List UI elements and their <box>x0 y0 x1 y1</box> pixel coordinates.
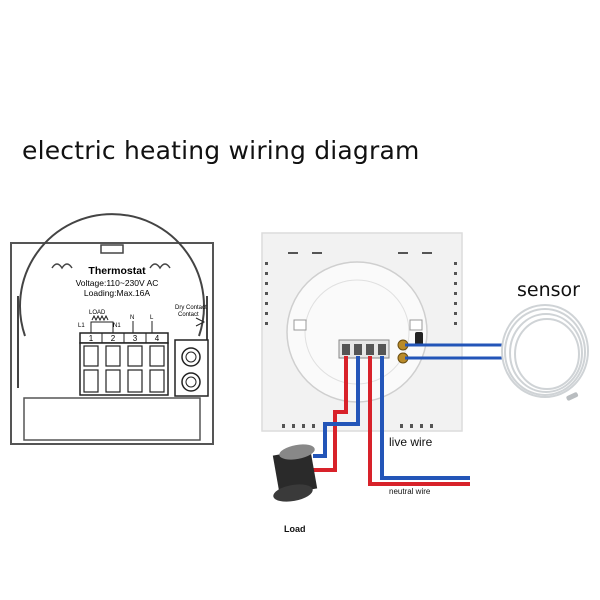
n1-label: N1 <box>113 323 121 329</box>
load-label: LOAD <box>89 310 106 316</box>
sensor-coil <box>501 304 589 398</box>
terminal-3: 3 <box>133 334 138 343</box>
schematic-ring <box>19 213 205 337</box>
sensor-probe <box>566 392 579 401</box>
terminal-1: 1 <box>89 334 94 343</box>
load-loop-wire <box>90 321 114 333</box>
load-heater <box>272 444 318 502</box>
backplate-vents <box>265 252 457 428</box>
schematic-voltage: Voltage:110~230V AC <box>76 278 159 288</box>
contact-switch-symbol <box>195 317 206 327</box>
neutral-wire-supply <box>380 356 470 480</box>
contact-label: Contact <box>178 312 199 318</box>
thermostat-photo: live wire neutral wire Load <box>261 232 589 534</box>
live-wire-supply <box>368 356 470 486</box>
neutral-wire-to-load <box>313 356 360 458</box>
live-wire-label: live wire <box>389 435 433 449</box>
neutral-wire-label: neutral wire <box>389 487 431 496</box>
live-wires <box>313 356 470 486</box>
thermostat-schematic: Thermostat Voltage:110~230V AC Loading:M… <box>10 213 214 445</box>
neutral-wires <box>313 356 470 480</box>
n-label: N <box>130 315 134 321</box>
schematic-heading: Thermostat <box>88 265 146 277</box>
terminal-2: 2 <box>111 334 116 343</box>
sensor-label: sensor <box>517 279 580 301</box>
mount-hole-left <box>293 319 307 331</box>
l1-label: L1 <box>78 323 85 329</box>
terminal-block: 1 2 3 4 <box>79 332 169 396</box>
load-resistor-symbol <box>91 314 109 322</box>
diagram-title: electric heating wiring diagram <box>22 136 420 165</box>
l-label: L <box>150 315 154 321</box>
ring-teeth <box>51 263 171 270</box>
dry-contact-screws <box>174 339 209 397</box>
terminal-4: 4 <box>155 334 160 343</box>
dry-contact-label: Dry Contact <box>175 305 207 311</box>
load-label-photo: Load <box>284 524 306 534</box>
mount-hole-right <box>409 319 423 331</box>
schematic-lower-panel <box>23 397 201 441</box>
clip-tab <box>415 332 423 346</box>
photo-terminal-block <box>338 339 409 364</box>
top-notch <box>100 244 124 254</box>
live-wire-to-load <box>313 356 348 472</box>
schematic-loading: Loading:Max.16A <box>84 288 150 298</box>
terminal-body <box>79 342 169 396</box>
